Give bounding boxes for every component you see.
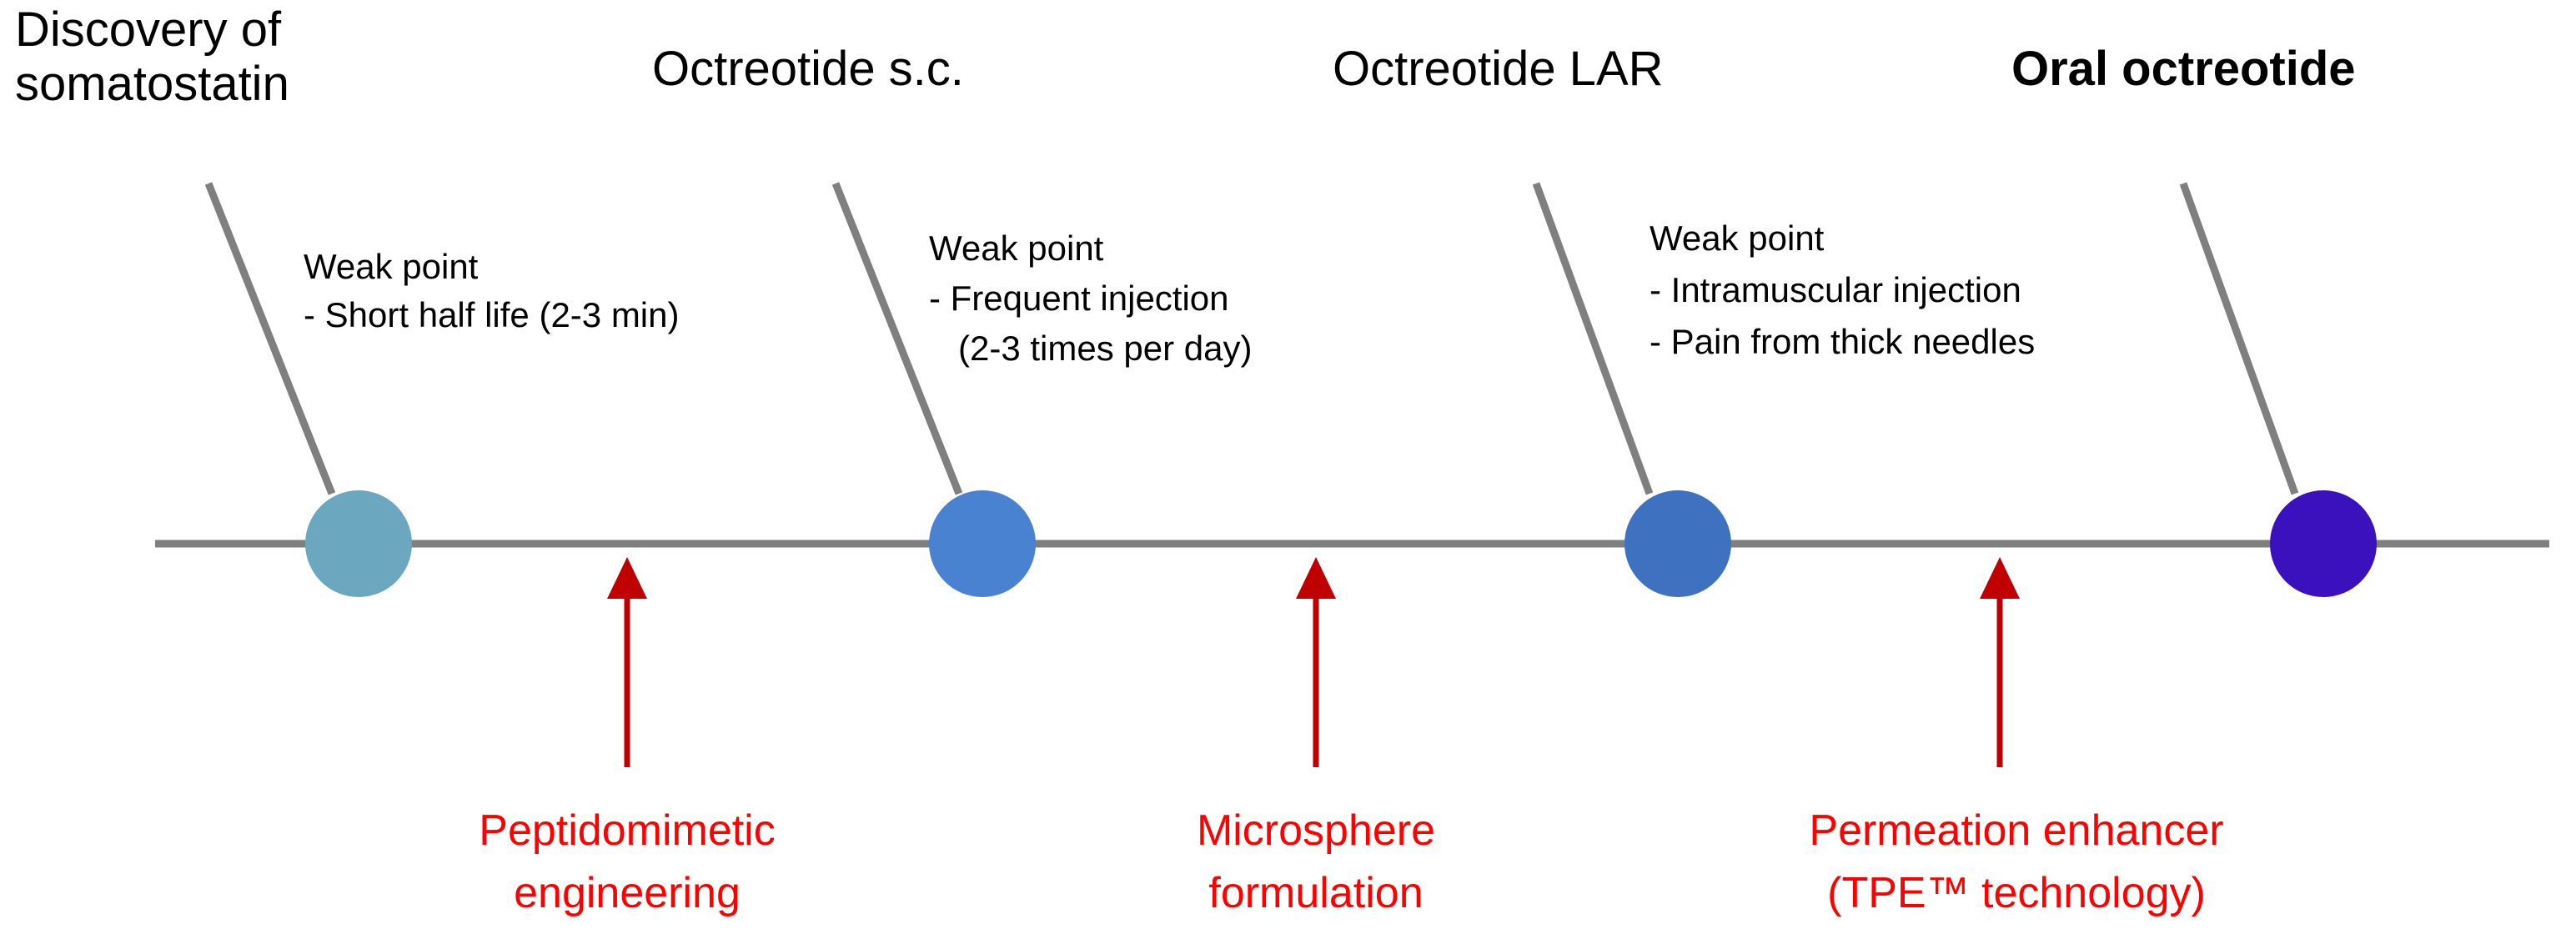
stem-line-1 — [204, 182, 336, 495]
milestone-title-2-line1: Octreotide s.c. — [652, 42, 964, 96]
tech-arrow-1 — [607, 557, 647, 767]
tech-arrow-1-head — [607, 557, 647, 599]
tech-label-2-line1: Microsphere — [1197, 806, 1435, 855]
milestone-node-2[interactable] — [929, 490, 1036, 597]
weak-point-2-item-2: (2-3 times per day) — [929, 329, 1252, 368]
milestone-title-1-line1: Discovery of — [15, 3, 282, 57]
tech-arrow-3-head — [1980, 557, 2020, 599]
weak-point-heading-1: Weak point — [304, 247, 479, 286]
weak-point-2-item-1: - Frequent injection — [929, 279, 1229, 318]
weak-point-heading-2: Weak point — [929, 228, 1104, 268]
stem-line-2 — [831, 182, 963, 495]
milestone-node-4[interactable] — [2270, 490, 2377, 597]
milestone-title-4-line1: Oral octreotide — [2011, 42, 2356, 96]
milestone-title-1-line2: somatostatin — [15, 57, 289, 111]
milestone-node-3[interactable] — [1624, 490, 1731, 597]
milestone-title-3-line1: Octreotide LAR — [1333, 42, 1664, 96]
tech-arrow-3 — [1980, 557, 2020, 767]
tech-label-3-line2: (TPE™ technology) — [1827, 869, 2206, 917]
tech-label-2-line2: formulation — [1208, 869, 1423, 917]
weak-point-3-item-2: - Pain from thick needles — [1650, 322, 2035, 361]
milestone-node-1[interactable] — [305, 490, 412, 597]
stem-line-3 — [1532, 182, 1654, 495]
tech-label-1-line1: Peptidomimetic — [479, 806, 775, 855]
tech-label-3-line1: Permeation enhancer — [1809, 806, 2223, 855]
weak-point-1-item-1: - Short half life (2-3 min) — [304, 295, 679, 334]
weak-point-3-item-1: - Intramuscular injection — [1650, 270, 2021, 309]
tech-arrow-2 — [1296, 557, 1336, 767]
stem-line-4 — [2179, 182, 2299, 495]
tech-arrow-2-head — [1296, 557, 1336, 599]
weak-point-heading-3: Weak point — [1650, 218, 1825, 258]
tech-label-1-line2: engineering — [514, 869, 741, 917]
